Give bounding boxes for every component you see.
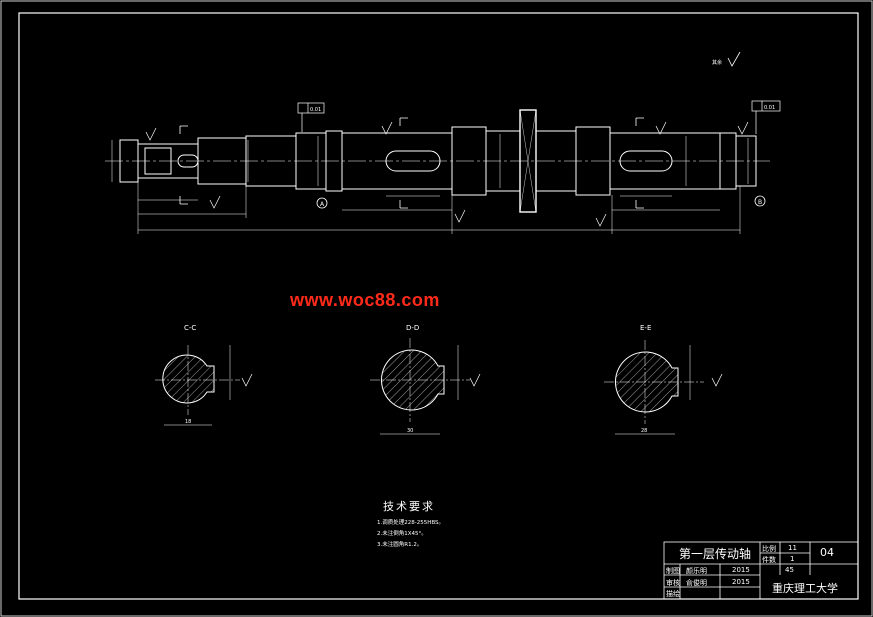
section-cc-label: C-C xyxy=(184,324,196,332)
dimension-lines xyxy=(137,182,741,234)
datum-a-label: A xyxy=(320,201,325,208)
keyway-middle xyxy=(385,150,441,172)
title-block xyxy=(663,541,859,600)
part-name: 第一层传动轴 xyxy=(679,547,752,561)
quantity-value: 1 xyxy=(790,555,795,563)
datum-b xyxy=(754,195,766,207)
material-value: 45 xyxy=(785,566,794,574)
watermark-text: www.woc88.com xyxy=(290,290,440,310)
tolerance-left-value: 0.01 xyxy=(310,107,321,113)
section-cut-markers xyxy=(179,117,644,209)
section-view-ee xyxy=(604,340,723,435)
technical-requirements-list: 1.调质处理228-255HBS。 2.未注倒角1X45°。 3.未注圆角R1.… xyxy=(377,518,444,551)
requirement-item: 1.调质处理228-255HBS。 xyxy=(377,520,445,526)
datum-a xyxy=(316,197,328,209)
inner-frame xyxy=(18,12,859,600)
checker-name: 俞俊明 xyxy=(686,579,707,587)
section-ee-dim: 28 xyxy=(641,428,647,434)
keyway-left xyxy=(177,154,199,168)
requirement-item: 2.未注倒角1X45°。 xyxy=(377,531,427,537)
designer-name: 颜乐明 xyxy=(686,567,707,575)
section-cc-dim: 18 xyxy=(185,419,191,425)
datum-b-label: B xyxy=(758,199,762,206)
section-view-cc xyxy=(155,345,253,426)
quantity-label: 件数 xyxy=(762,556,776,564)
requirement-item: 3.未注圆角R1.2。 xyxy=(377,542,423,548)
section-ee-label: E-E xyxy=(640,324,651,332)
section-dd-label: D-D xyxy=(406,324,419,332)
tolerance-frame-right xyxy=(751,100,781,134)
section-dd-dim: 30 xyxy=(407,428,413,434)
scale-label: 比例 xyxy=(762,545,776,553)
roughness-note xyxy=(727,51,741,67)
school-name: 重庆理工大学 xyxy=(772,582,838,595)
tolerance-frame-left xyxy=(297,102,325,132)
design-year: 2015 xyxy=(732,566,750,574)
approver-label: 描绘 xyxy=(666,590,680,598)
tolerance-right-value: 0.01 xyxy=(764,105,775,111)
checker-label: 审核 xyxy=(666,579,680,587)
shaft-main-view xyxy=(105,109,770,213)
roughness-note-label: 其余 xyxy=(712,59,722,66)
technical-requirements-title: 技术要求 xyxy=(383,500,435,513)
check-year: 2015 xyxy=(732,578,750,586)
roughness-symbols xyxy=(145,121,749,227)
designer-label: 制图 xyxy=(666,567,680,575)
keyway-right xyxy=(619,150,673,172)
scale-value: 11 xyxy=(788,544,797,552)
section-view-dd xyxy=(370,338,481,435)
drawing-number: 04 xyxy=(820,546,834,559)
